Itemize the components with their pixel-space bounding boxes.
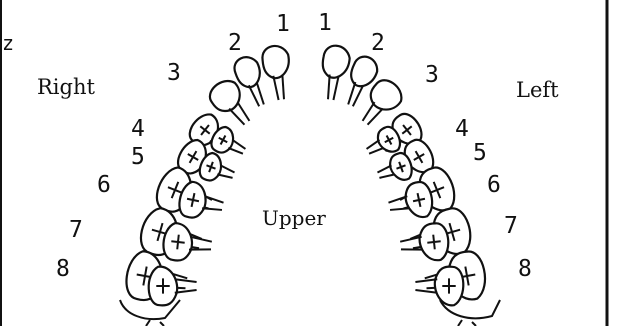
tooth-left-lingual-4-root xyxy=(366,140,381,149)
tooth-right-1-root xyxy=(281,75,286,100)
tooth-left-lingual-6 xyxy=(386,180,436,224)
tooth-number-right-6: 6 xyxy=(97,172,111,198)
tooth-number-right-8: 8 xyxy=(56,256,70,282)
tooth-number-right-3: 3 xyxy=(167,60,181,86)
tooth-number-right-5: 5 xyxy=(131,144,145,170)
tooth-number-left-3: 3 xyxy=(425,62,439,88)
tooth-right-lingual-6-root xyxy=(204,196,224,203)
arch-end-stroke xyxy=(458,320,476,326)
tooth-right-lingual-7-root xyxy=(190,237,212,242)
tooth-right-lingual-8 xyxy=(149,267,197,306)
tooth-left-1-crown xyxy=(321,44,351,80)
tooth-number-right-2: 2 xyxy=(228,30,242,56)
tooth-number-right-7: 7 xyxy=(69,217,83,243)
tooth-left-lingual-8-root xyxy=(415,290,437,293)
upper-arch-label: Upper xyxy=(262,206,326,230)
tooth-left-lingual-7 xyxy=(399,222,451,264)
corner-mark: z xyxy=(2,31,14,55)
tooth-number-left-8: 8 xyxy=(518,256,532,282)
tooth-left-1 xyxy=(318,44,352,101)
arch-end-stroke xyxy=(146,320,164,326)
tooth-right-lingual-7 xyxy=(162,222,214,264)
tooth-right-lingual-4-root xyxy=(232,140,247,149)
tooth-number-left-7: 7 xyxy=(504,213,518,239)
tooth-left-1-root xyxy=(333,76,338,101)
tooth-right-lingual-8-root xyxy=(175,279,197,282)
teeth-group xyxy=(120,44,500,326)
tooth-number-left-4: 4 xyxy=(455,116,469,142)
tooth-number-left-6: 6 xyxy=(487,172,501,198)
tooth-number-left-5: 5 xyxy=(473,140,487,166)
tooth-number-left-2: 2 xyxy=(371,30,385,56)
tooth-number-left-1: 1 xyxy=(318,10,332,36)
right-side-label: Right xyxy=(37,75,95,99)
tooth-number-right-1: 1 xyxy=(276,11,290,37)
tooth-right-1-crown xyxy=(261,44,291,80)
tooth-number-right-4: 4 xyxy=(131,116,145,142)
tooth-right-1 xyxy=(261,44,295,101)
tooth-right-lingual-5-root xyxy=(220,165,235,172)
tooth-left-lingual-8 xyxy=(415,267,463,306)
left-side-label: Left xyxy=(516,78,559,102)
